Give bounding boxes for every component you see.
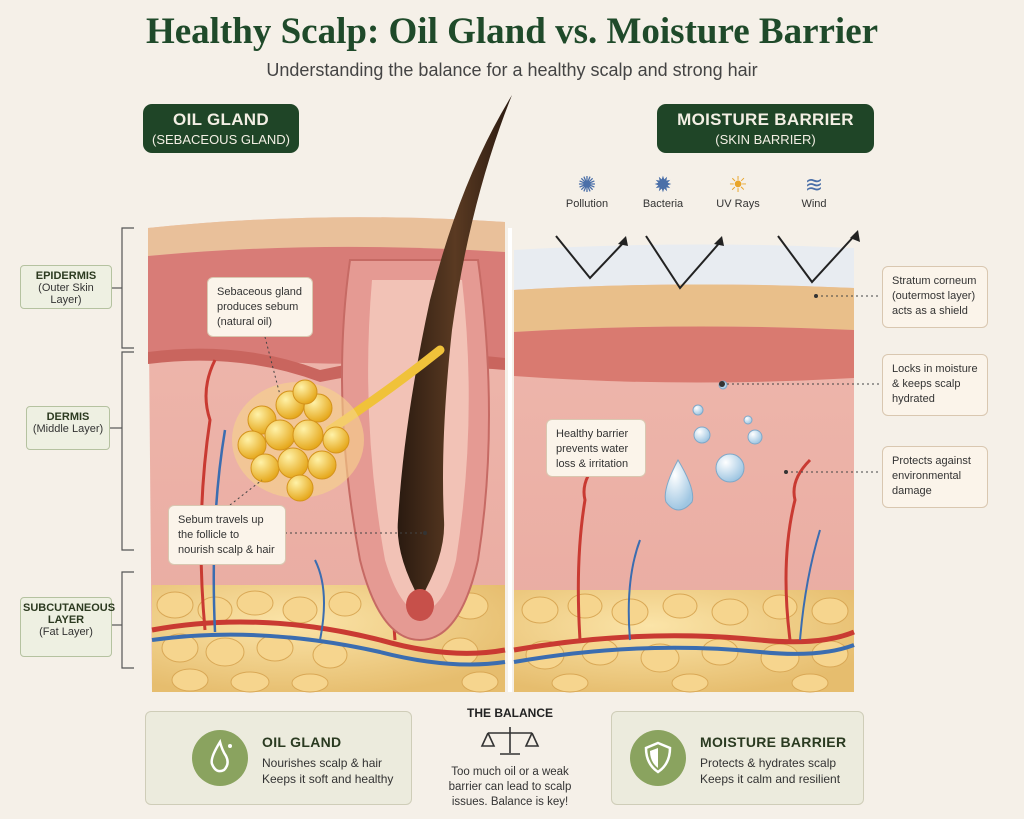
oil-gland-heading-title: OIL GLAND [173, 110, 269, 129]
callout-locks-moisture: Locks in moisture & keeps scalp hydrated [882, 354, 988, 416]
layer-epidermis: EPIDERMIS (Outer Skin Layer) [20, 265, 112, 309]
oil-gland-summary-card: OIL GLAND Nourishes scalp & hair Keeps i… [145, 711, 412, 805]
moisture-barrier-summary-card: MOISTURE BARRIER Protects & hydrates sca… [611, 711, 864, 805]
balance-text: Too much oil or a weak barrier can lead … [448, 766, 572, 808]
threat-bacteria: ✹ Bacteria [628, 172, 698, 210]
threat-label: Pollution [565, 198, 609, 210]
layer-desc: (Middle Layer) [32, 423, 104, 435]
callout-line: Healthy barrier [556, 428, 629, 440]
layer-dermis: DERMIS (Middle Layer) [26, 406, 110, 450]
oil-card-line2: Keeps it soft and healthy [262, 772, 394, 786]
pollution-icon: ✺ [577, 172, 597, 197]
callout-line: Protects against [892, 455, 971, 467]
callout-line: the follicle to [178, 529, 240, 541]
callout-line: Stratum corneum [892, 275, 977, 287]
callout-sebum-travel: Sebum travels up the follicle to nourish… [168, 505, 286, 565]
layer-name-2: LAYER [47, 614, 85, 626]
callout-line: damage [892, 485, 932, 497]
droplet-icon [192, 730, 248, 786]
threat-uv: ☀ UV Rays [703, 172, 773, 210]
oil-card-line1: Nourishes scalp & hair [262, 756, 383, 770]
threat-label: Wind [801, 198, 827, 210]
moisture-barrier-heading: MOISTURE BARRIER (SKIN BARRIER) [657, 104, 874, 153]
callout-sebaceous-gland: Sebaceous gland produces sebum (natural … [207, 277, 313, 337]
bacteria-icon: ✹ [653, 172, 673, 197]
moisture-barrier-heading-title: MOISTURE BARRIER [677, 110, 854, 129]
callout-line: & keeps scalp [892, 378, 961, 390]
callout-healthy-barrier: Healthy barrier prevents water loss & ir… [546, 419, 646, 477]
layer-desc: (Outer Skin Layer) [38, 282, 94, 306]
callout-line: produces sebum [217, 301, 299, 313]
layer-desc: (Fat Layer) [39, 626, 93, 638]
oil-card-title: OIL GLAND [262, 734, 342, 750]
oil-gland-heading-sub: (SEBACEOUS GLAND) [152, 132, 290, 147]
barrier-card-title: MOISTURE BARRIER [700, 734, 847, 750]
sebaceous-gland [232, 345, 445, 502]
callout-line: Locks in moisture [892, 363, 978, 375]
barrier-card-line1: Protects & hydrates scalp [700, 756, 837, 770]
hair-shaft [397, 95, 512, 600]
callout-stratum-corneum: Stratum corneum (outermost layer) acts a… [882, 266, 988, 328]
layer-name: DERMIS [46, 411, 90, 423]
callout-line: nourish scalp & hair [178, 544, 275, 556]
threat-pollution: ✺ Pollution [552, 172, 622, 210]
callout-line: (natural oil) [217, 316, 273, 328]
barrier-card-line2: Keeps it calm and resilient [700, 772, 841, 786]
threat-label: Bacteria [642, 198, 684, 210]
sun-icon: ☀ [728, 172, 748, 197]
callout-line: hydrated [892, 393, 935, 405]
scale-icon [480, 727, 540, 755]
page-title: Healthy Scalp: Oil Gland vs. Moisture Ba… [145, 11, 879, 52]
moisture-barrier-heading-sub: (SKIN BARRIER) [715, 132, 816, 147]
wind-icon: ≋ [804, 172, 824, 197]
callout-line: Sebum travels up [178, 514, 264, 526]
callout-protects: Protects against environmental damage [882, 446, 988, 508]
oil-gland-heading: OIL GLAND (SEBACEOUS GLAND) [143, 104, 299, 153]
callout-line: loss & irritation [556, 458, 629, 470]
layer-name: EPIDERMIS [35, 270, 97, 282]
shield-icon [630, 730, 686, 786]
callout-line: (outermost layer) [892, 290, 976, 302]
callout-line: acts as a shield [892, 305, 968, 317]
callout-line: Sebaceous gland [217, 286, 303, 298]
balance-title: THE BALANCE [467, 706, 553, 720]
layer-subcutaneous: SUBCUTANEOUS LAYER (Fat Layer) [20, 597, 116, 657]
layer-name-1: SUBCUTANEOUS [23, 602, 116, 614]
callout-line: prevents water [556, 443, 629, 455]
threat-wind: ≋ Wind [779, 172, 849, 210]
threat-label: UV Rays [716, 198, 760, 210]
page-subtitle: Understanding the balance for a healthy … [266, 60, 758, 80]
callout-line: environmental [892, 470, 962, 482]
